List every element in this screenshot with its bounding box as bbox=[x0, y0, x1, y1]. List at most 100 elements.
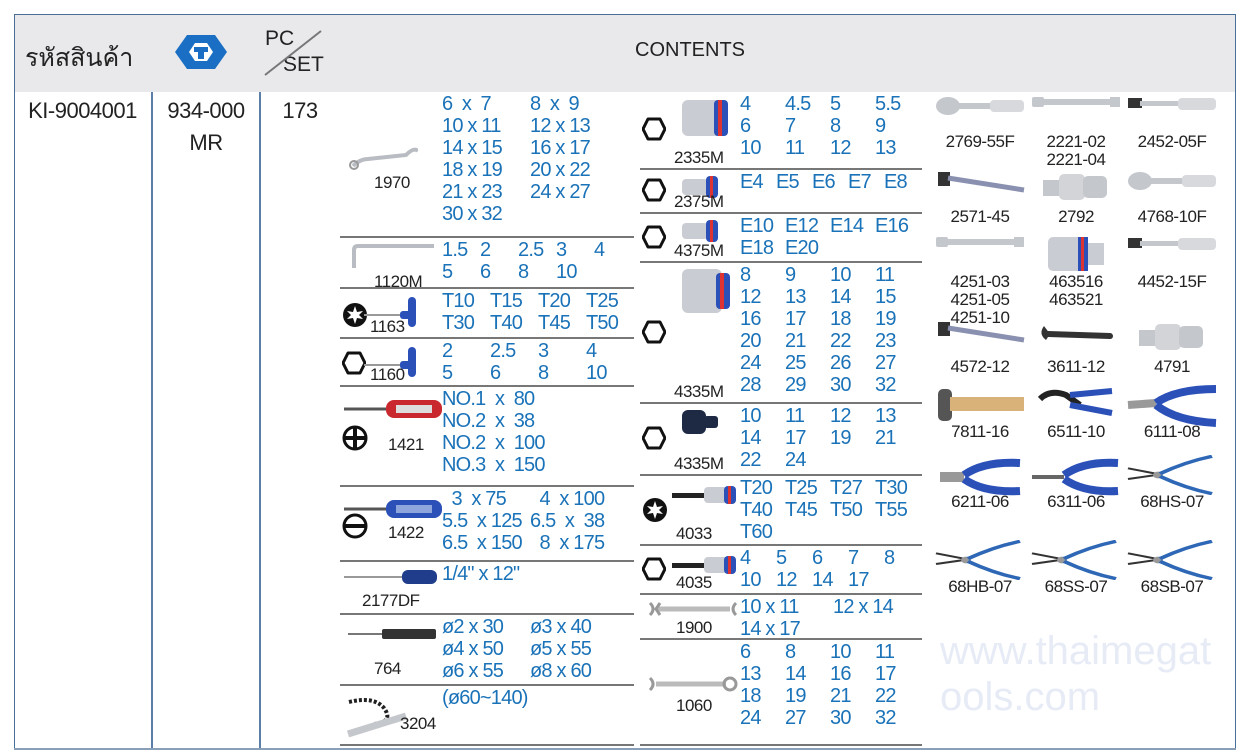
torx-icon bbox=[342, 302, 368, 333]
size-value: 8 bbox=[538, 362, 549, 384]
impact-socket-image bbox=[680, 408, 720, 441]
tool-item-4452-15F: 4452-15F bbox=[1124, 235, 1220, 291]
size-value: 21 bbox=[875, 427, 896, 449]
size-value: 10 x 11 bbox=[740, 596, 799, 618]
size-value: 14 x 15 bbox=[442, 137, 503, 159]
e-socket-image bbox=[680, 174, 722, 205]
header-set: SET bbox=[283, 53, 324, 76]
column-divider bbox=[259, 92, 261, 748]
size-value: 6 x 7 bbox=[442, 93, 492, 115]
size-list: (ø60~140) bbox=[442, 687, 528, 709]
item-code: 6511-10 bbox=[1047, 422, 1105, 441]
size-value: 21 x 23 bbox=[442, 181, 503, 203]
item-code: 4251-03 bbox=[950, 272, 1010, 291]
size-value: 22 bbox=[875, 685, 896, 707]
long-nose-pliers-image bbox=[1028, 455, 1124, 496]
item-code: 463516 bbox=[1049, 272, 1103, 291]
item-code: 4251-05 bbox=[950, 290, 1010, 309]
ratchet-small-image bbox=[1124, 235, 1220, 269]
size-value: 17 bbox=[875, 663, 896, 685]
size-value: 8 bbox=[884, 547, 895, 569]
size-value: 5 bbox=[442, 362, 453, 384]
item-code: 6111-08 bbox=[1143, 422, 1201, 441]
extension-image bbox=[1028, 95, 1124, 129]
size-value: 6.5 x 150 bbox=[442, 532, 523, 554]
size-value: E20 bbox=[785, 237, 819, 259]
item-code: 4335M bbox=[674, 454, 724, 473]
universal-joint-image bbox=[1028, 170, 1124, 204]
torx-icon bbox=[642, 497, 668, 528]
size-value: 13 bbox=[740, 663, 761, 685]
size-value: 12 bbox=[776, 569, 797, 591]
size-value: 17 bbox=[848, 569, 869, 591]
phillips-icon bbox=[342, 425, 368, 456]
tool-item-6311-06: 6311-06 bbox=[1028, 455, 1124, 511]
content-group-3204: 3204(ø60~140) bbox=[340, 686, 634, 746]
hex-icon bbox=[641, 178, 667, 207]
spark-plug-socket-image bbox=[1028, 235, 1124, 271]
size-value: 19 bbox=[875, 308, 896, 330]
product-code: KI-9004001 bbox=[28, 98, 137, 123]
size-value: E5 bbox=[776, 171, 800, 193]
hammer-image bbox=[932, 385, 1028, 421]
size-value: 8 bbox=[740, 264, 751, 286]
size-value: T50 bbox=[586, 312, 619, 334]
breaker-bar-image bbox=[932, 170, 1028, 204]
size-value: 12 bbox=[740, 286, 761, 308]
tool-item-6111-08: 6111-08 bbox=[1124, 385, 1220, 441]
snap-ring-pliers-image bbox=[932, 539, 1028, 581]
item-code: 1970 bbox=[374, 173, 410, 192]
item-code: 6311-06 bbox=[1047, 492, 1105, 511]
item-code: 463521 bbox=[1049, 290, 1103, 309]
tool-item-2792: 2792 bbox=[1028, 170, 1124, 226]
snap-ring-pliers-image bbox=[1124, 539, 1220, 581]
size-value: NO.3 x 150 bbox=[442, 454, 545, 476]
size-value: T20 bbox=[740, 477, 773, 499]
size-value: 30 x 32 bbox=[442, 203, 503, 225]
size-value: 27 bbox=[875, 352, 896, 374]
size-value: 4 bbox=[740, 93, 751, 115]
tool-item-6211-06: 6211-06 bbox=[932, 455, 1028, 511]
size-value: 6 bbox=[480, 261, 491, 283]
tool-item-4791: 4791 bbox=[1124, 320, 1220, 376]
size-value: T40 bbox=[740, 499, 773, 521]
item-code: 2571-45 bbox=[950, 207, 1010, 226]
model-number-line1: 934-000 bbox=[167, 98, 245, 123]
ratchet-image bbox=[1124, 170, 1220, 204]
size-value: T20 bbox=[538, 290, 571, 312]
size-value: 14 bbox=[785, 663, 806, 685]
size-value: 30 bbox=[830, 707, 851, 729]
snap-ring-pliers-image bbox=[1124, 454, 1220, 496]
size-value: 24 bbox=[740, 352, 761, 374]
size-value: T45 bbox=[785, 499, 818, 521]
tool-item-68SS-07: 68SS-07 bbox=[1028, 539, 1124, 596]
item-code: 4335M bbox=[674, 382, 724, 401]
size-value: 8 x 9 bbox=[530, 93, 580, 115]
size-value: 24 bbox=[740, 707, 761, 729]
size-value: 5 bbox=[442, 261, 453, 283]
size-value: T25 bbox=[586, 290, 619, 312]
size-value: 17 bbox=[785, 308, 806, 330]
size-value: E4 bbox=[740, 171, 764, 193]
size-value: T30 bbox=[875, 477, 908, 499]
combination-pliers-image bbox=[1124, 385, 1220, 427]
size-value: 10 bbox=[740, 137, 761, 159]
item-code: 4033 bbox=[676, 524, 712, 543]
size-value: 2 bbox=[442, 340, 453, 362]
brand-logo-icon bbox=[175, 35, 227, 69]
